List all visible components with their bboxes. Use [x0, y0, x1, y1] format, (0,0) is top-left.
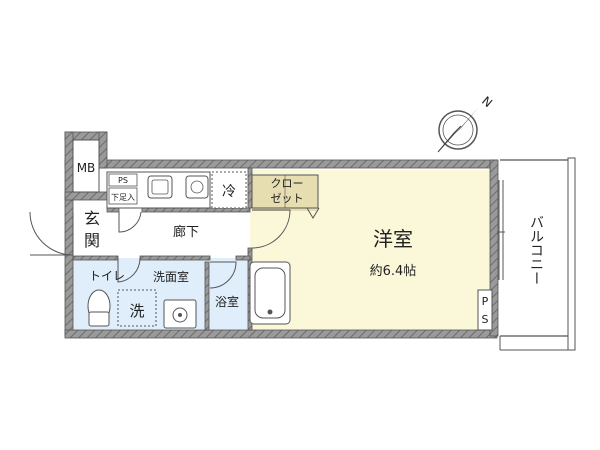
western-room-label: 洋室	[373, 227, 413, 251]
fridge-space	[211, 171, 247, 209]
mb-box	[72, 139, 100, 193]
washroom-label: 洗面室	[153, 269, 189, 284]
closet-label-line2: ゼット	[271, 192, 304, 205]
bathtub-icon	[249, 261, 291, 325]
toilet-label: トイレ	[89, 269, 125, 283]
interior-doors	[117, 209, 291, 289]
toilet-icon	[87, 289, 111, 327]
ps-box-right	[477, 289, 493, 331]
corridor-area	[107, 210, 250, 258]
compass-icon	[437, 108, 478, 153]
balcony	[497, 157, 576, 351]
washing-machine-space	[117, 289, 157, 327]
shoe-storage-box	[108, 187, 138, 205]
bathroom-label: 浴室	[215, 294, 239, 309]
entrance-label-2: 関	[84, 231, 100, 250]
shoe-storage-label: 下足入	[111, 193, 135, 202]
entrance-label-1: 玄	[84, 209, 100, 228]
corridor-label: 廊下	[173, 224, 199, 240]
ps-box-kitchen	[108, 173, 138, 187]
washing-machine-label: 洗	[129, 302, 144, 320]
washbasin-icon	[163, 299, 197, 329]
refrigerator-label: 冷	[222, 184, 236, 200]
kitchen: PS 下足入 冷	[106, 171, 247, 209]
stove-icon	[185, 175, 209, 199]
entrance-door	[29, 211, 74, 256]
sink-icon	[147, 175, 173, 199]
ps-right-letter-1: P	[482, 295, 489, 308]
closet-label-line1: クロー	[271, 177, 304, 190]
ps-right-letter-2: S	[482, 313, 489, 326]
western-room-size: 約6.4帖	[370, 264, 417, 279]
closet	[251, 174, 320, 219]
mb-label: MB	[77, 161, 96, 175]
compass-north-label: N	[479, 94, 495, 110]
ps-kitchen-label: PS	[118, 176, 128, 185]
balcony-label: バルコニー	[528, 215, 544, 285]
